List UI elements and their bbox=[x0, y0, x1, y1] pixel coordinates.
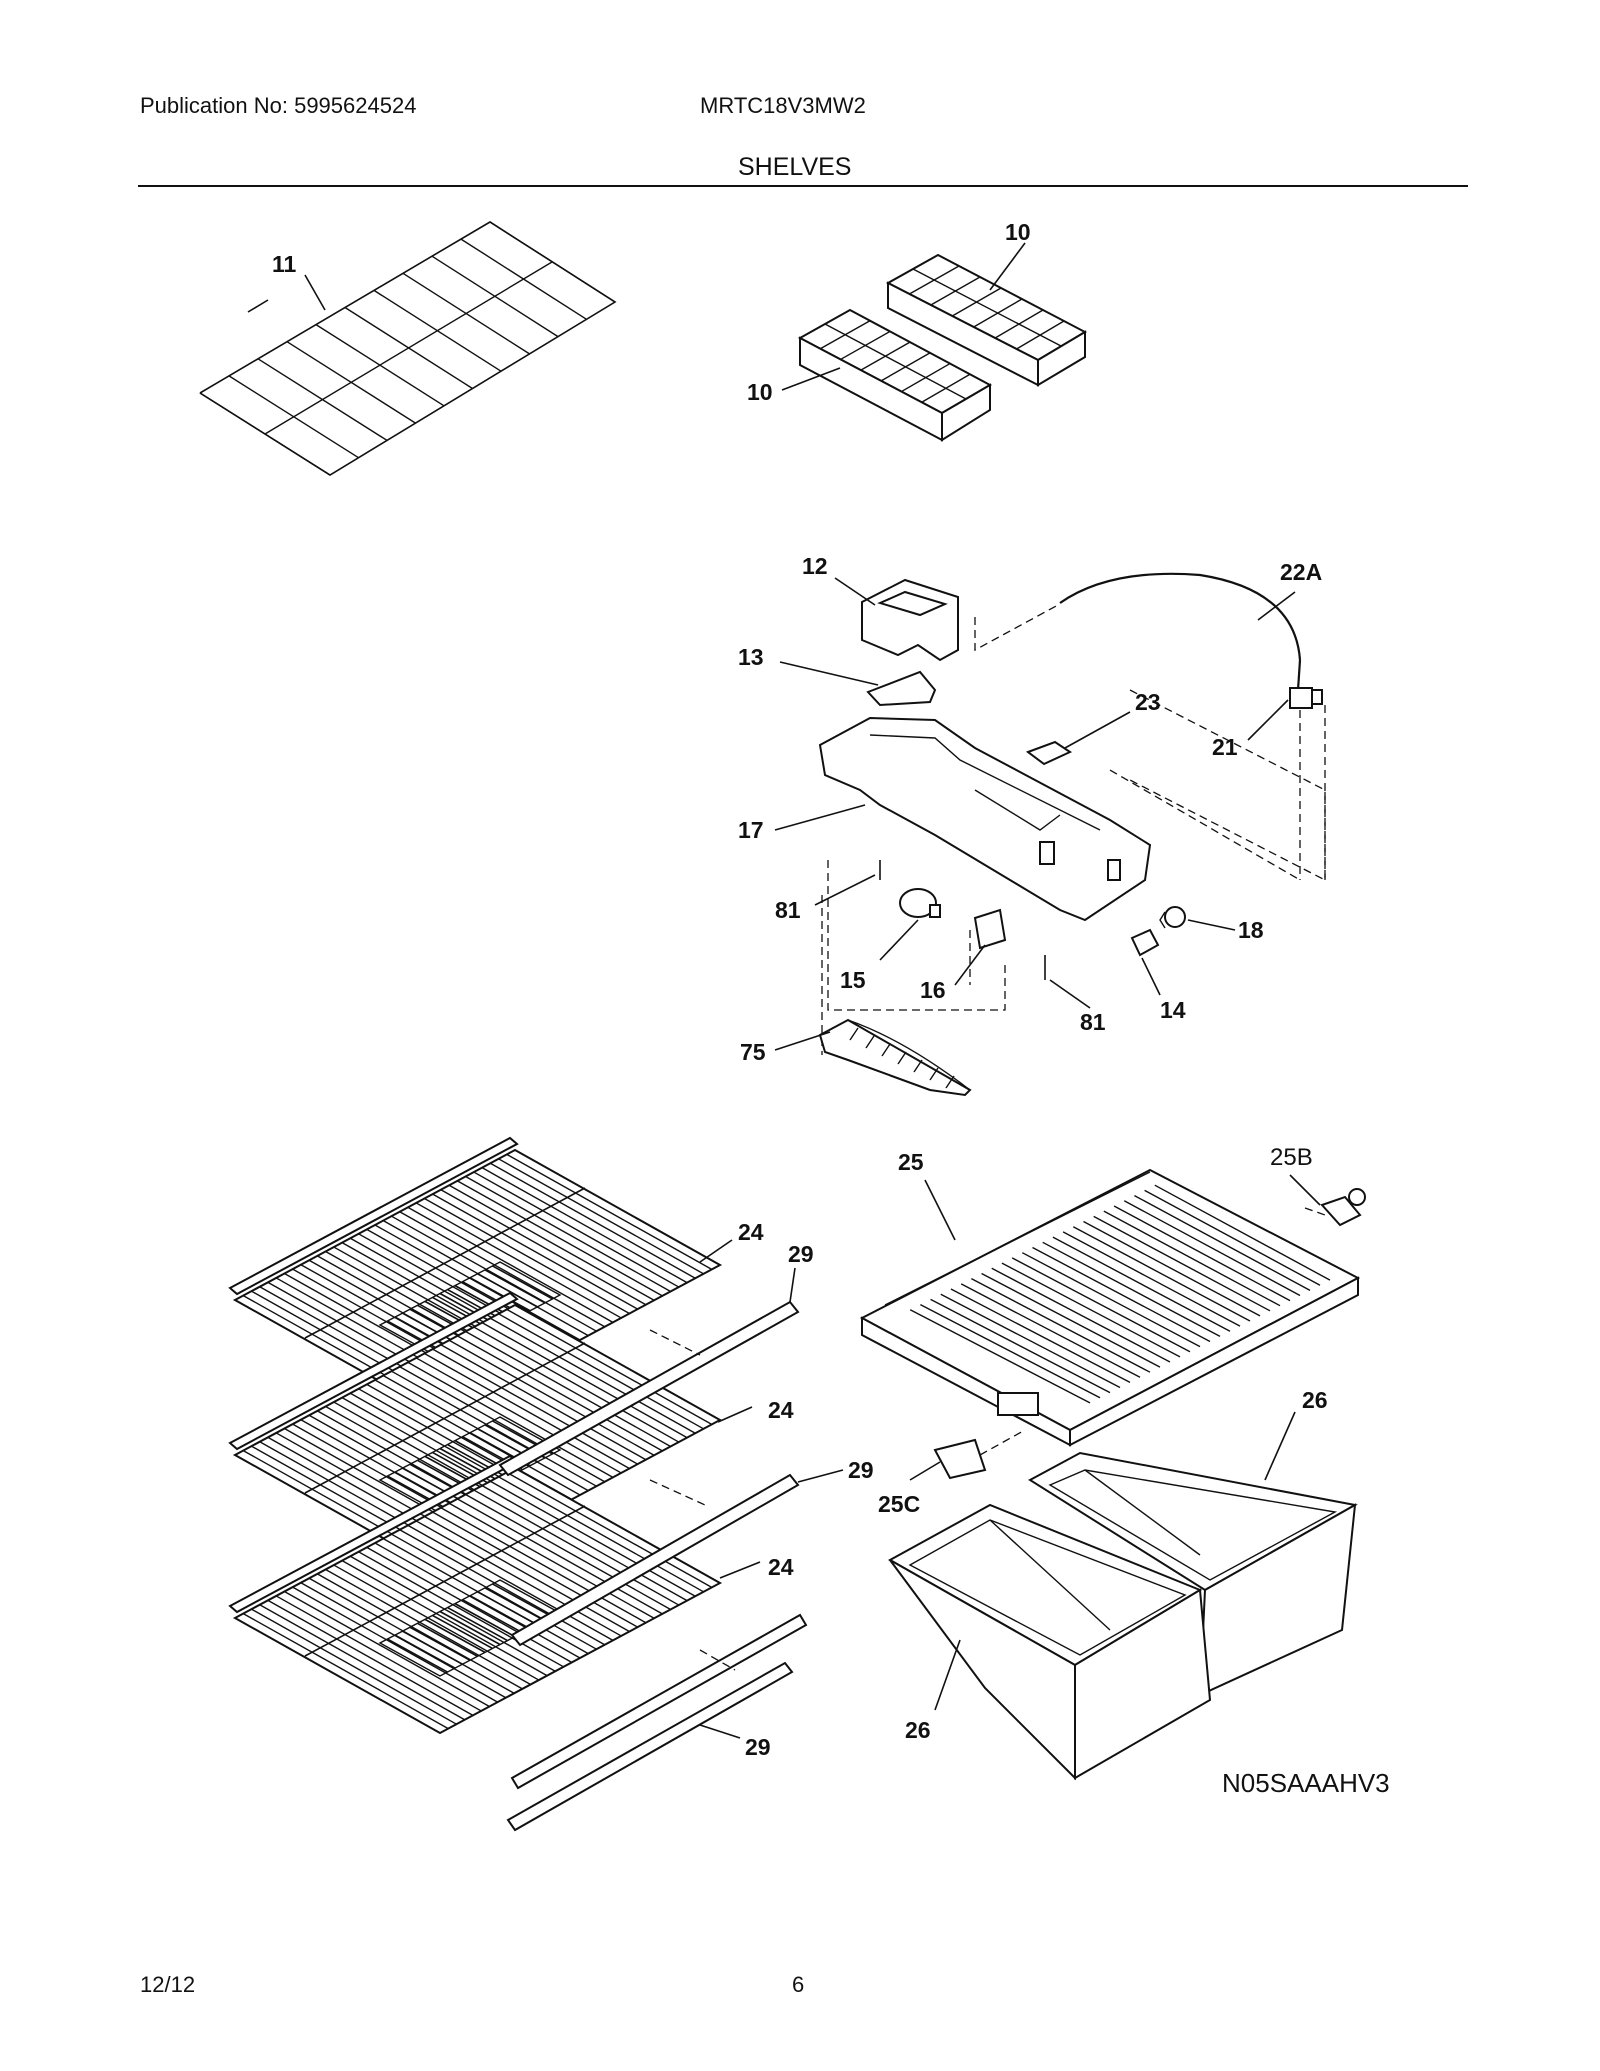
wire-shelf-part-11 bbox=[199, 221, 617, 476]
callout-29-top: 29 bbox=[788, 1241, 814, 1267]
callout-15: 15 bbox=[840, 967, 866, 993]
callout-81-right: 81 bbox=[1080, 1009, 1106, 1035]
leader-lines bbox=[304, 242, 1321, 1739]
callout-18: 18 bbox=[1238, 917, 1264, 943]
shelf-trims-part-29 bbox=[498, 1300, 808, 1832]
model-number: MRTC18V3MW2 bbox=[700, 93, 866, 118]
callout-24-middle: 24 bbox=[768, 1397, 794, 1423]
callout-13: 13 bbox=[738, 644, 764, 670]
footer-date: 12/12 bbox=[140, 1972, 196, 1997]
callout-24-bottom: 24 bbox=[768, 1554, 794, 1580]
callout-25: 25 bbox=[898, 1149, 924, 1175]
callout-81-left: 81 bbox=[775, 897, 801, 923]
crisper-drawers-part-26 bbox=[887, 1451, 1358, 1781]
callout-10-bottom: 10 bbox=[747, 379, 773, 405]
callout-10-top: 10 bbox=[1005, 219, 1031, 245]
callout-21: 21 bbox=[1212, 734, 1238, 760]
refrigerator-shelves-part-24 bbox=[228, 1136, 723, 1735]
light-housing-assembly bbox=[818, 572, 1326, 1097]
callout-25b: 25B bbox=[1270, 1144, 1313, 1171]
diagram-code: N05SAAAHV3 bbox=[1222, 1768, 1390, 1798]
callout-75: 75 bbox=[740, 1039, 766, 1065]
callout-16: 16 bbox=[920, 977, 946, 1003]
header-rule bbox=[138, 185, 1468, 187]
callout-22a: 22A bbox=[1280, 559, 1322, 585]
callout-labels: 11 10 10 12 22A 13 23 21 17 81 18 15 16 … bbox=[272, 219, 1390, 1798]
callout-24-top: 24 bbox=[738, 1219, 764, 1245]
callout-26-left: 26 bbox=[905, 1717, 931, 1743]
section-title: SHELVES bbox=[738, 153, 852, 181]
callout-26-right: 26 bbox=[1302, 1387, 1328, 1413]
callout-12: 12 bbox=[802, 553, 828, 579]
footer-page-number: 6 bbox=[792, 1972, 805, 1997]
callout-25c: 25C bbox=[878, 1491, 920, 1517]
callout-11: 11 bbox=[272, 251, 297, 277]
callout-29-bottom: 29 bbox=[745, 1734, 771, 1760]
callout-17: 17 bbox=[738, 817, 764, 843]
ice-trays-part-10 bbox=[797, 253, 1088, 442]
callout-29-middle: 29 bbox=[848, 1457, 874, 1483]
crisper-brackets bbox=[933, 1188, 1366, 1480]
callout-14: 14 bbox=[1160, 997, 1186, 1023]
crisper-cover-part-25 bbox=[859, 1168, 1361, 1447]
publication-number: Publication No: 5995624524 bbox=[140, 93, 417, 118]
callout-23: 23 bbox=[1135, 689, 1161, 715]
